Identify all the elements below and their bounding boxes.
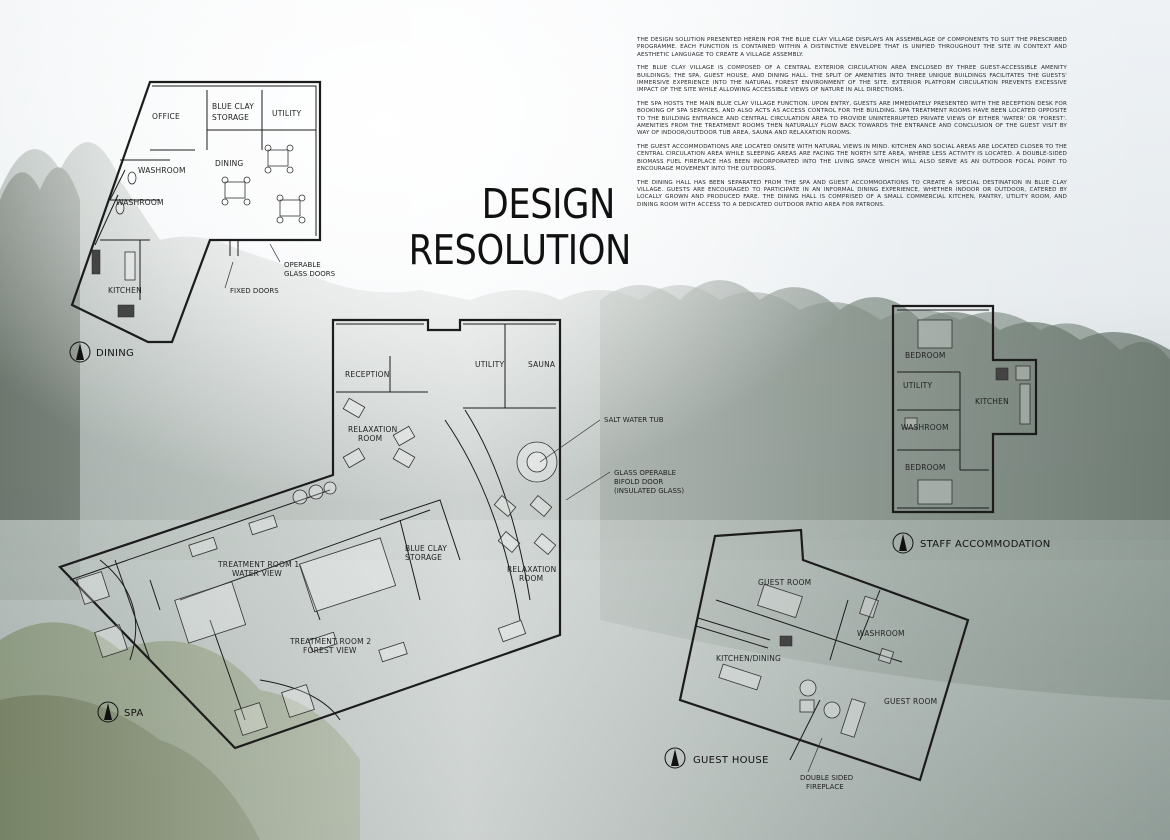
staff-north-arrow <box>892 532 914 554</box>
spa-relax2-label-2: ROOM <box>519 574 543 583</box>
spa-treat1-label-2: WATER VIEW <box>232 569 282 578</box>
dining-utility-label: UTILITY <box>272 109 301 118</box>
title-line-1: DESIGN <box>481 180 616 228</box>
title-line-2: RESOLUTION <box>408 226 632 274</box>
spa-storage-label-2: STORAGE <box>405 553 442 562</box>
staff-kitchen-label: KITCHEN <box>975 397 1009 406</box>
spa-sauna-label: SAUNA <box>528 360 556 369</box>
spa-relax1-label-1: RELAXATION <box>348 425 397 434</box>
guest-plan: GUEST ROOM WASHROOM KITCHEN/DINING GUEST… <box>664 528 970 791</box>
dining-kitchen-label: KITCHEN <box>108 286 142 295</box>
guest-caption: GUEST HOUSE <box>693 755 769 766</box>
spa-note-glass-1: GLASS OPERABLE <box>614 469 676 477</box>
description-text: THE DESIGN SOLUTION PRESENTED HEREIN FOR… <box>637 37 1067 215</box>
guest-room1-label: GUEST ROOM <box>758 578 811 587</box>
guest-kitchen-label: KITCHEN/DINING <box>716 654 781 663</box>
spa-treat2-label-1: TREATMENT ROOM 2 <box>289 637 371 646</box>
spa-note-glass-3: (INSULATED GLASS) <box>614 487 684 495</box>
spa-treat2-label-2: FOREST VIEW <box>303 646 357 655</box>
description-paragraph: THE DESIGN SOLUTION PRESENTED HEREIN FOR… <box>637 37 1067 58</box>
dining-washroom-label-2: WASHROOM <box>116 198 164 207</box>
dining-north-arrow <box>69 341 91 363</box>
guest-note-fireplace-2: FIREPLACE <box>806 783 844 791</box>
spa-plan: RECEPTION RELAXATION ROOM UTILITY SAUNA … <box>57 318 684 750</box>
dining-plan: OFFICE BLUE CLAY STORAGE UTILITY DINING … <box>69 80 336 363</box>
spa-utility-label: UTILITY <box>475 360 504 369</box>
dining-caption: DINING <box>96 348 134 359</box>
spa-note-tub: SALT WATER TUB <box>604 416 664 424</box>
spa-note-glass-2: BIFOLD DOOR <box>614 478 663 486</box>
description-paragraph: THE DINING HALL HAS BEEN SEPARATED FROM … <box>637 179 1067 208</box>
dining-room-label: DINING <box>215 159 243 168</box>
guest-north-arrow <box>664 747 686 769</box>
dining-note-operable-1: OPERABLE <box>284 261 321 269</box>
guest-washroom-label: WASHROOM <box>857 629 905 638</box>
spa-storage-label-1: BLUE CLAY <box>405 544 447 553</box>
dining-storage-label-2: STORAGE <box>212 113 249 122</box>
staff-washroom-label: WASHROOM <box>901 423 949 432</box>
dining-office-label: OFFICE <box>152 112 180 121</box>
staff-utility-label: UTILITY <box>903 381 932 390</box>
staff-plan: BEDROOM UTILITY KITCHEN WASHROOM BEDROOM… <box>891 304 1051 554</box>
staff-caption: STAFF ACCOMMODATION <box>920 539 1051 550</box>
description-paragraph: THE BLUE CLAY VILLAGE IS COMPOSED OF A C… <box>637 65 1067 94</box>
dining-note-fixed: FIXED DOORS <box>230 287 279 295</box>
staff-bedroom1-label: BEDROOM <box>905 351 946 360</box>
description-paragraph: THE GUEST ACCOMMODATIONS ARE LOCATED ONS… <box>637 143 1067 173</box>
spa-treat1-label-1: TREATMENT ROOM 1 <box>217 560 299 569</box>
dining-note-operable-2: GLASS DOORS <box>284 270 336 278</box>
description-paragraph: THE SPA HOSTS THE MAIN BLUE CLAY VILLAGE… <box>637 100 1067 137</box>
guest-room2-label: GUEST ROOM <box>884 697 937 706</box>
dining-washroom-label-1: WASHROOM <box>138 166 186 175</box>
staff-bedroom2-label: BEDROOM <box>905 463 946 472</box>
spa-relax2-label-1: RELAXATION <box>507 565 556 574</box>
spa-north-arrow <box>97 701 119 723</box>
spa-caption: SPA <box>124 708 143 719</box>
guest-note-fireplace-1: DOUBLE SIDED <box>800 774 853 782</box>
spa-relax1-label-2: ROOM <box>358 434 382 443</box>
dining-storage-label-1: BLUE CLAY <box>212 102 254 111</box>
spa-reception-label: RECEPTION <box>345 370 390 379</box>
